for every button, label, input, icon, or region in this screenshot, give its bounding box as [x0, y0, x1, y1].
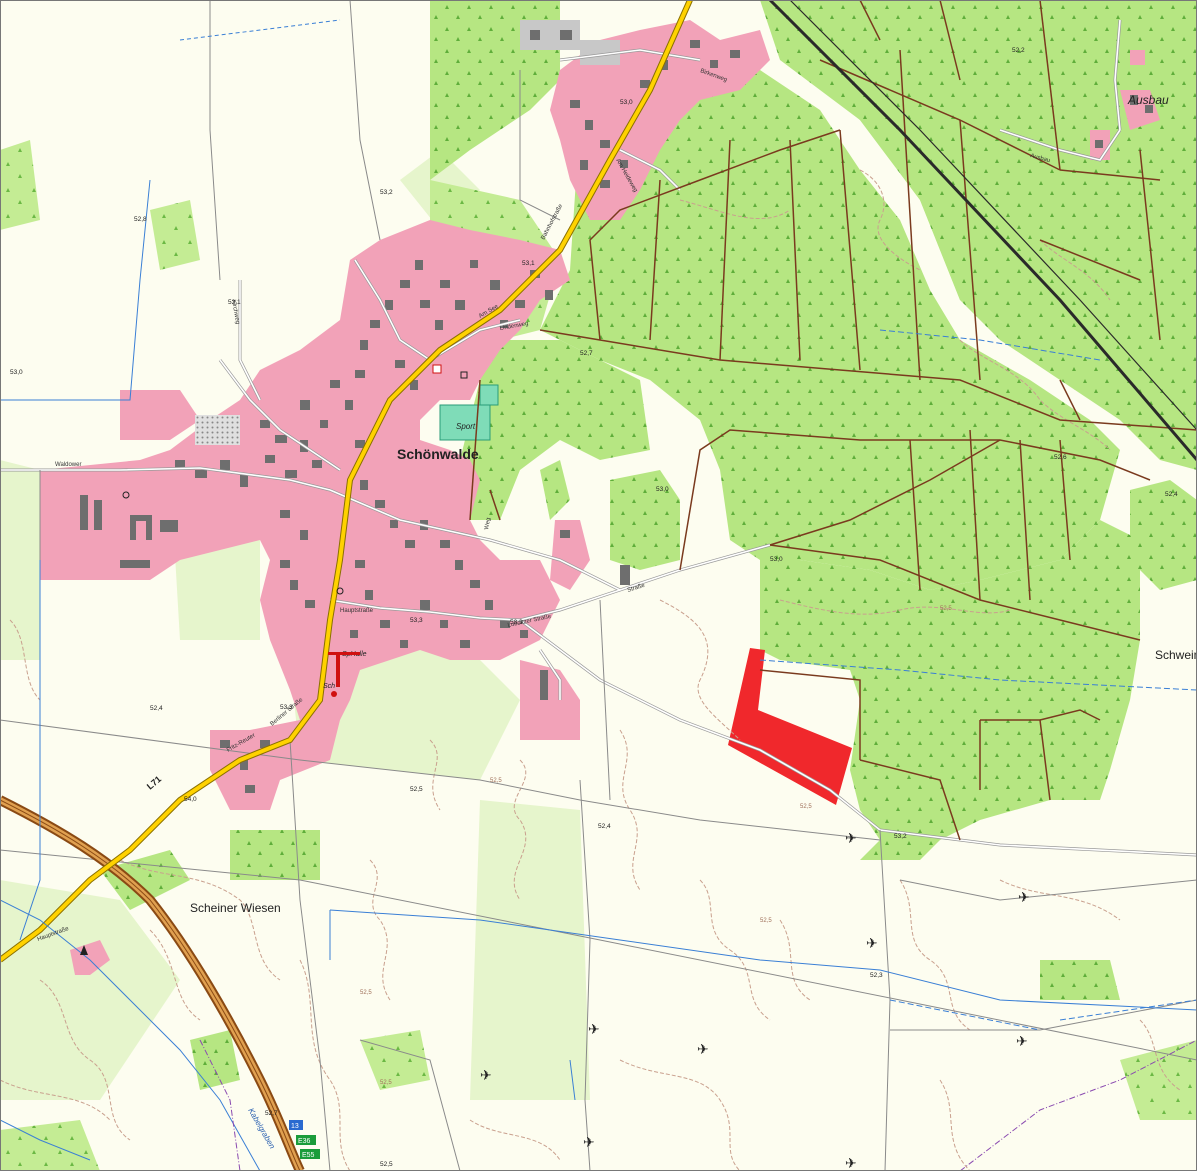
svg-text:13: 13: [291, 1123, 299, 1130]
svg-text:54,0: 54,0: [184, 796, 197, 803]
svg-text:52,8: 52,8: [134, 216, 147, 223]
settlement-areas: [40, 20, 1160, 975]
svg-text:53,1: 53,1: [522, 260, 535, 267]
waterways: [0, 19, 1197, 1171]
road-shield-green-1: [296, 1135, 316, 1145]
svg-text:53,2: 53,2: [380, 189, 393, 196]
label-school: Sch: [323, 683, 335, 690]
svg-text:53,0: 53,0: [10, 369, 23, 376]
label-hamlet: Ausbau: [1127, 93, 1169, 107]
admin-border: [199, 1039, 1197, 1171]
svg-text:52,5: 52,5: [380, 1161, 393, 1168]
street-weg: Weg: [484, 517, 492, 530]
road-shield-blue: [289, 1120, 303, 1130]
airplane-icon: ✈: [697, 1042, 709, 1058]
svg-text:52,5: 52,5: [490, 778, 502, 784]
street-strasse: Straße: [627, 582, 647, 593]
svg-text:52,5: 52,5: [410, 786, 423, 793]
svg-text:52,4: 52,4: [598, 823, 611, 830]
street-kirchweg: Kirchweg: [230, 299, 240, 324]
svg-text:52,5: 52,5: [380, 1080, 392, 1086]
svg-text:52,6: 52,6: [1054, 454, 1067, 461]
svg-text:52,5: 52,5: [360, 990, 372, 996]
fire-station-icon: [432, 364, 442, 374]
svg-text:E55: E55: [302, 1152, 315, 1159]
airplane-icon: ✈: [1018, 890, 1030, 906]
label-east-edge: Schwein: [1155, 648, 1197, 662]
airplane-icons: ✈ ✈ ✈ ✈ ✈ ✈ ✈ ✈ ✈: [480, 831, 1030, 1171]
svg-text:E36: E36: [298, 1138, 311, 1145]
airplane-icon: ✈: [866, 936, 878, 952]
svg-text:52,5: 52,5: [940, 606, 952, 612]
airplane-icon: ✈: [845, 1156, 857, 1171]
airplane-icon: ✈: [480, 1068, 492, 1084]
airplane-icon: ✈: [1016, 1034, 1028, 1050]
elevation-labels: 52,2 53,0 52,8 53,1 53,2 53,1 53,0 52,7 …: [10, 47, 1178, 1168]
highlighted-area[interactable]: [728, 648, 852, 805]
svg-text:52,7: 52,7: [580, 350, 593, 357]
label-main-town: Schönwalde: [397, 446, 479, 462]
label-meadow: Scheiner Wiesen: [190, 901, 281, 915]
motorway: [0, 795, 305, 1171]
svg-text:53,0: 53,0: [656, 486, 669, 493]
airplane-icon: ✈: [583, 1135, 595, 1151]
svg-text:53,0: 53,0: [770, 556, 783, 563]
cemetery: [195, 415, 240, 445]
minor-roads-fill: [0, 19, 1197, 856]
svg-text:53,3: 53,3: [280, 704, 293, 711]
label-sport: Sport: [456, 422, 476, 431]
svg-text:53,3: 53,3: [510, 619, 523, 626]
airplane-icon: ✈: [845, 831, 857, 847]
main-road: [0, 0, 693, 963]
svg-text:53,0: 53,0: [620, 99, 633, 106]
forest-tracks: [469, 0, 1197, 841]
svg-text:52,4: 52,4: [150, 705, 163, 712]
street-waldower: Waldower: [55, 462, 81, 468]
svg-text:52,5: 52,5: [800, 804, 812, 810]
svg-text:52,2: 52,2: [1012, 47, 1025, 54]
svg-text:52,7: 52,7: [265, 1110, 278, 1117]
tower-icon: [460, 371, 468, 379]
tower-icon: [122, 491, 130, 499]
church-icon: [336, 587, 344, 595]
street-ausbau: Ausbau: [1029, 153, 1050, 164]
sport-field: [439, 404, 491, 441]
svg-text:53,2: 53,2: [894, 833, 907, 840]
svg-text:52,4: 52,4: [1165, 491, 1178, 498]
contour-lines: [0, 169, 1181, 1171]
road-shield-green-2: [300, 1149, 320, 1159]
street-lindenweg: Lindenweg: [499, 321, 529, 332]
airplane-icon: ✈: [588, 1022, 600, 1038]
svg-text:53,1: 53,1: [228, 299, 241, 306]
svg-text:52,3: 52,3: [870, 972, 883, 979]
church-icon: [80, 945, 88, 955]
railway: [768, 0, 1197, 461]
street-hauptstrasse: Hauptstraße: [340, 608, 374, 614]
svg-text:52,5: 52,5: [760, 918, 772, 924]
svg-text:53,3: 53,3: [410, 617, 423, 624]
